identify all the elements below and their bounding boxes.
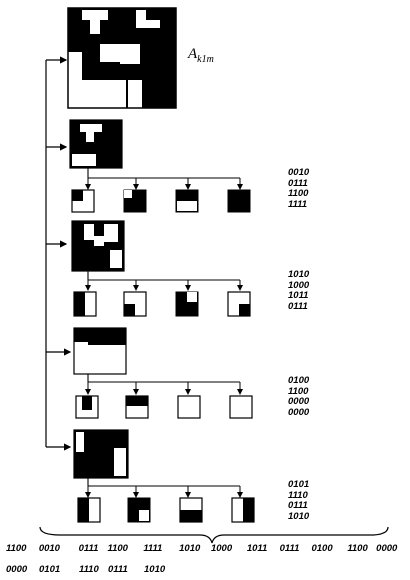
subimages-2: [73, 291, 251, 317]
branch-3: [85, 374, 243, 395]
quadrant-4: [73, 429, 129, 479]
quadrant-3: [73, 327, 127, 375]
quadrant-1: [69, 119, 123, 169]
subimages-3: [75, 395, 253, 419]
branch-2: [85, 271, 243, 291]
branch-4: [85, 478, 243, 498]
main-image-label: Ak1m: [188, 46, 214, 65]
bottom-code-row-1: 1100 0010 0111 1100 1111 1010 1000 1011 …: [6, 543, 398, 554]
bottom-code-row-2: 0000 0101 1110 0111 1010: [6, 564, 166, 575]
branch-1: [85, 168, 243, 190]
subimages-1: [71, 189, 251, 213]
bottom-brace: [39, 526, 389, 544]
trunk-line: [45, 56, 72, 451]
quadrant-2: [71, 220, 125, 272]
main-image: [67, 7, 177, 109]
subimages-4: [77, 497, 255, 523]
